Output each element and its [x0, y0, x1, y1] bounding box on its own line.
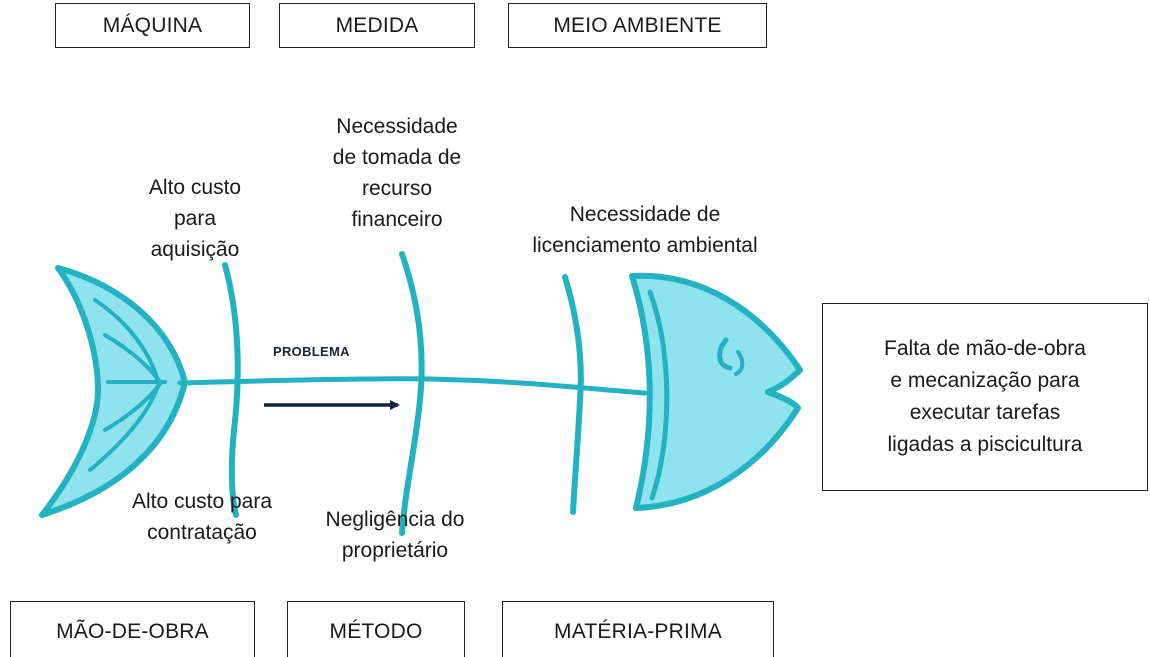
category-box-materia-prima: MATÉRIA-PRIMA: [502, 601, 774, 657]
category-box-mao-de-obra: MÃO-DE-OBRA: [10, 601, 255, 657]
cause-metodo: Negligência do proprietário: [325, 508, 465, 562]
category-box-meio-ambiente: MEIO AMBIENTE: [508, 3, 767, 48]
cause-mao-de-obra: Alto custo para contratação: [131, 490, 273, 544]
category-label: MÁQUINA: [102, 13, 203, 37]
rib-medida-metodo: [399, 251, 425, 536]
problem-label: PROBLEMA: [273, 344, 350, 359]
fish-head: [629, 272, 803, 511]
cause-maquina: Alto custo para aquisição: [148, 176, 242, 261]
category-label: MEDIDA: [335, 13, 419, 37]
category-label: MATÉRIA-PRIMA: [554, 619, 722, 643]
cause-meio-ambiente: Necessidade de licenciamento ambiental: [532, 203, 758, 257]
category-label: MEIO AMBIENTE: [553, 13, 722, 37]
rib-maquina-mao-de-obra: [222, 262, 241, 518]
fish-spine: [177, 376, 648, 396]
cause-medida: Necessidade de tomada de recurso finance…: [332, 115, 462, 231]
problem-text: Falta de mão-de-obra e mecanização para …: [884, 337, 1086, 456]
rib-meio-ambiente-materia-prima: [562, 274, 584, 515]
category-label: MÃO-DE-OBRA: [56, 619, 209, 643]
category-box-metodo: MÉTODO: [287, 601, 465, 657]
fish-eye-icon: [717, 337, 733, 371]
fish-tail: [39, 265, 188, 518]
category-box-maquina: MÁQUINA: [55, 3, 250, 48]
problem-box: Falta de mão-de-obra e mecanização para …: [822, 303, 1148, 491]
category-label: MÉTODO: [329, 619, 423, 643]
category-box-medida: MEDIDA: [279, 3, 475, 48]
